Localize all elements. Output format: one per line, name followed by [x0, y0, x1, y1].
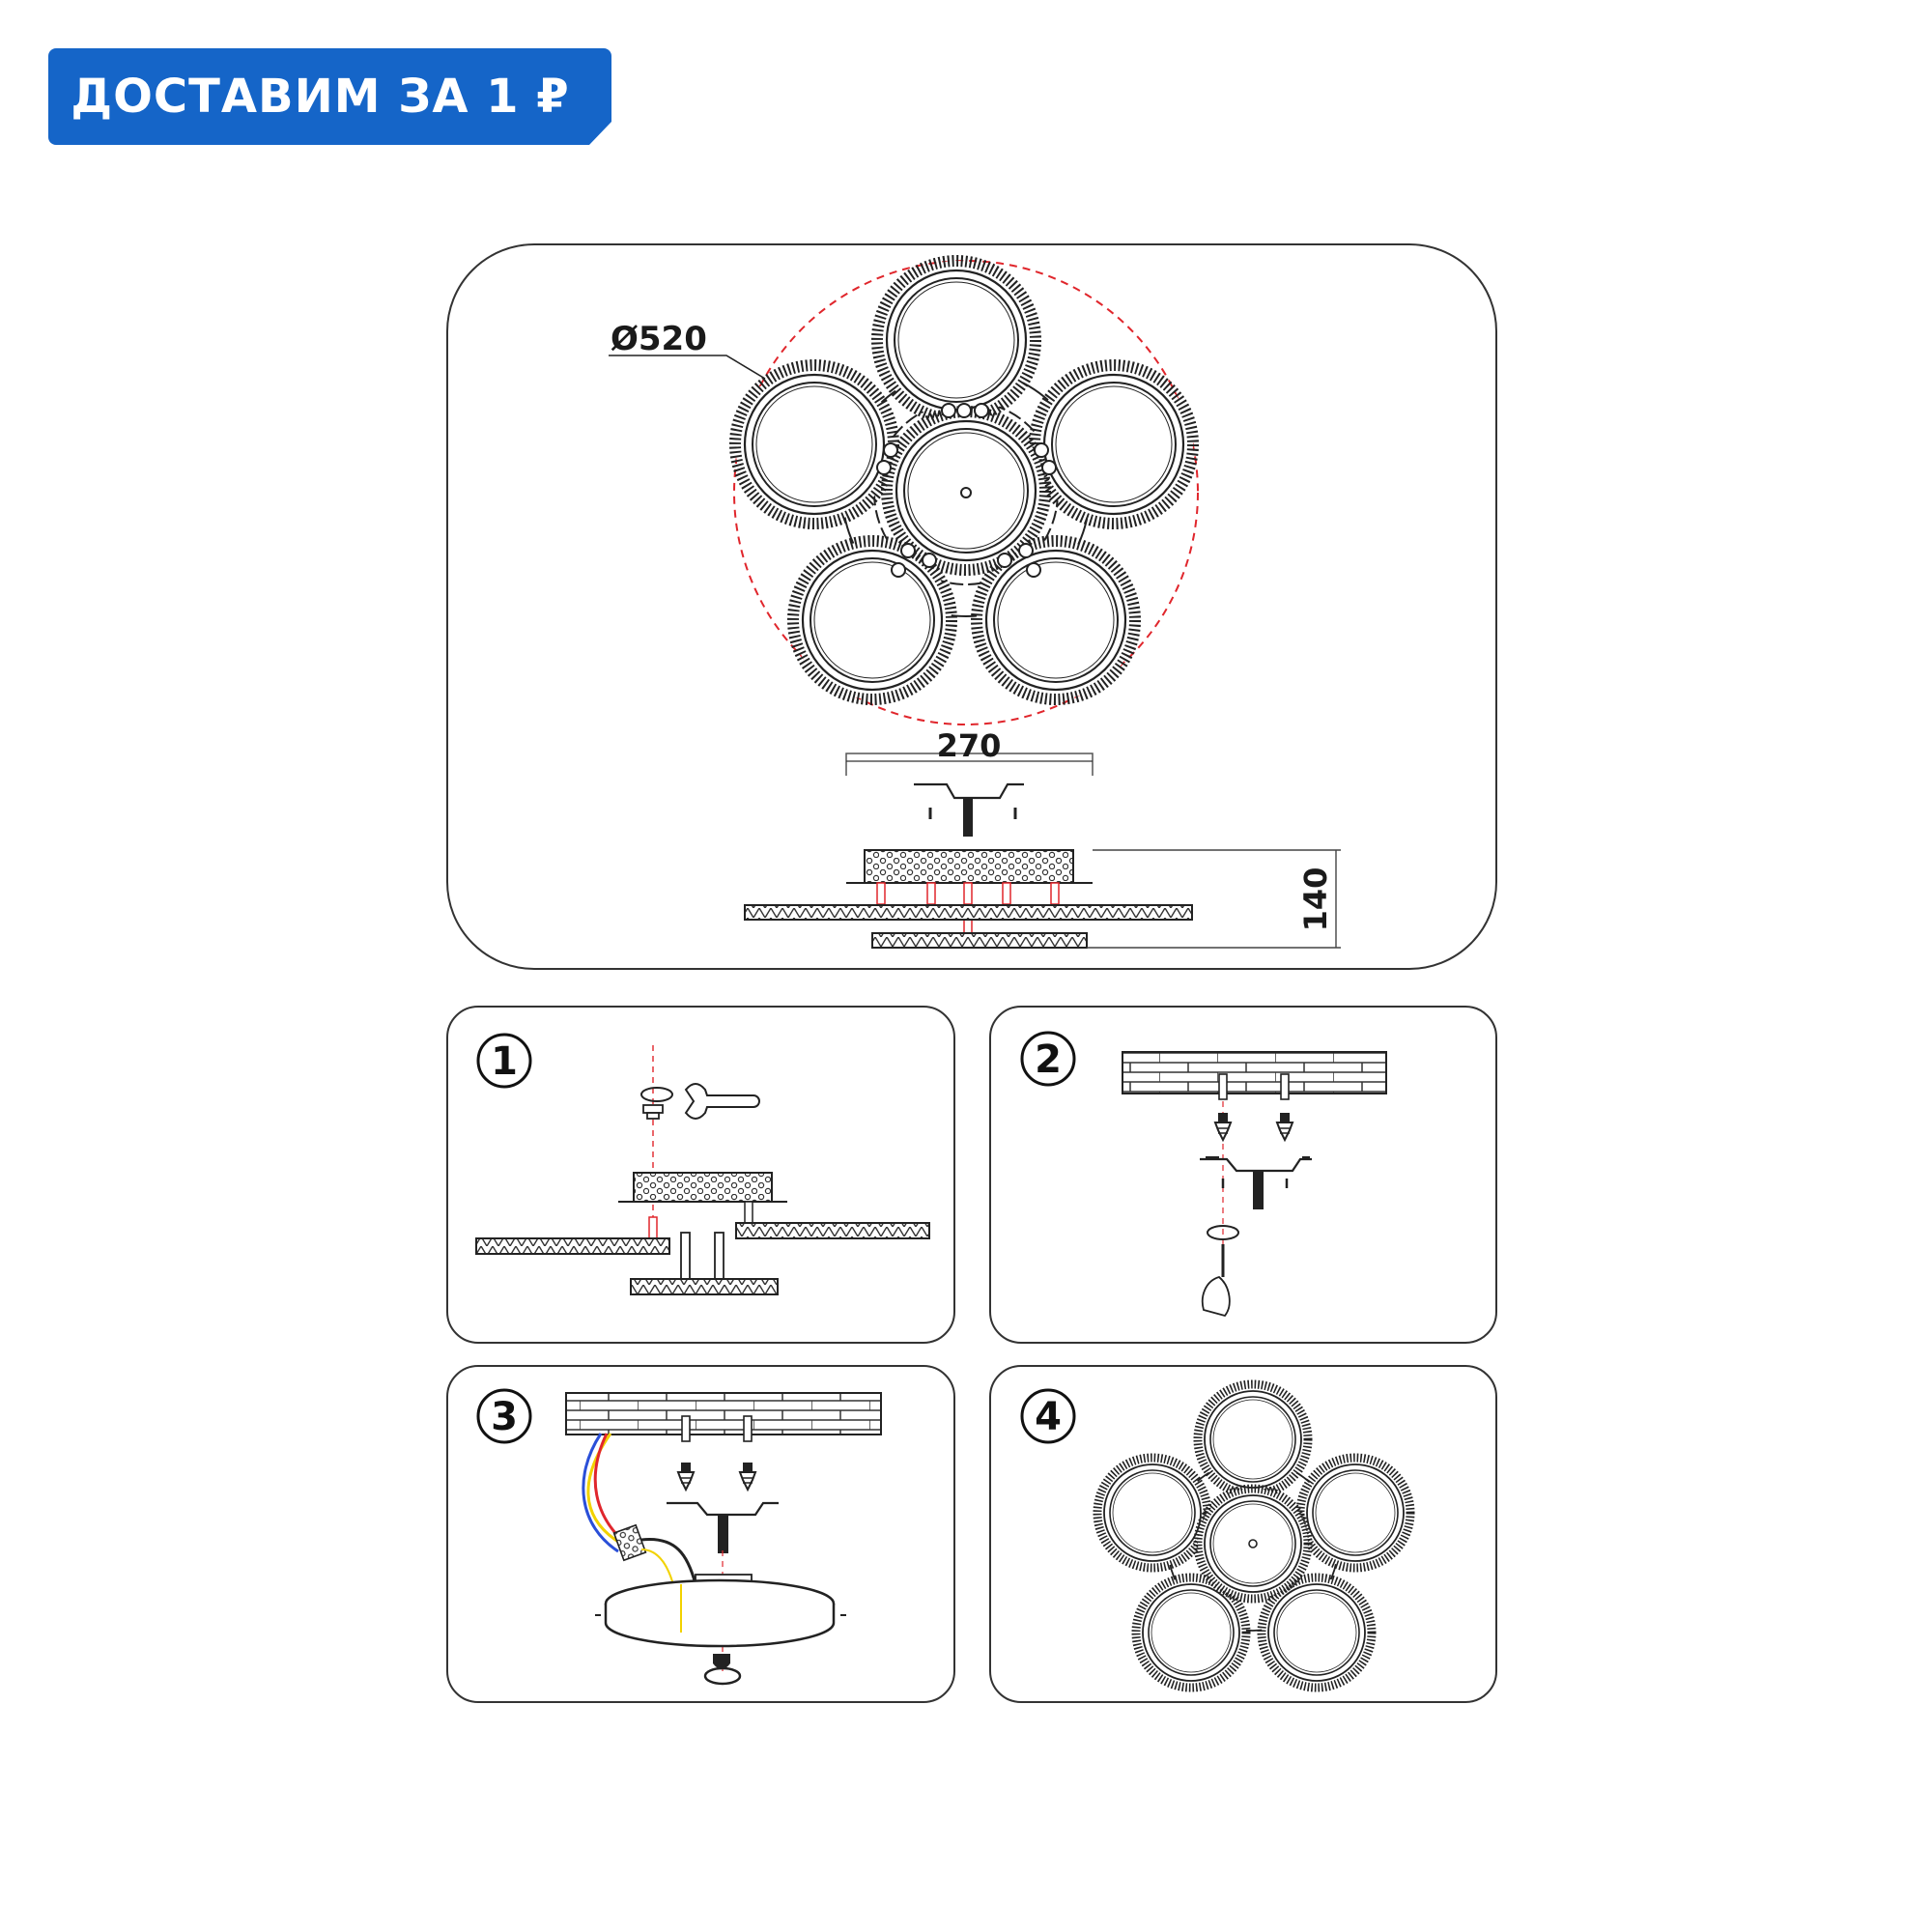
finished-ring-left [1097, 1458, 1208, 1568]
finished-ring-bottom-right [1262, 1577, 1372, 1688]
step-2-illustration [1122, 1051, 1387, 1318]
promo-badge-text: ДОСТАВИМ ЗА 1 ₽ [71, 70, 570, 124]
lamp-ring-left [735, 365, 894, 524]
step-3-number: 3 [491, 1395, 518, 1439]
promo-badge: ДОСТАВИМ ЗА 1 ₽ [48, 48, 611, 145]
step-3-illustration [565, 1392, 882, 1686]
diameter-label: Ø520 [611, 320, 707, 358]
lamp-ring-right [1035, 365, 1193, 524]
step-1-illustration [475, 1045, 930, 1295]
ceiling-icon [565, 1392, 882, 1435]
badge-shape [48, 48, 611, 145]
hand-screwdriver-icon [1201, 1276, 1231, 1318]
step-4-number: 4 [1035, 1395, 1062, 1439]
step-2-number: 2 [1035, 1037, 1062, 1082]
width-label: 270 [937, 727, 1002, 764]
finished-ring-bottom-left [1136, 1577, 1246, 1688]
height-label: 140 [1297, 867, 1334, 932]
step-3-badge: 3 [476, 1388, 532, 1444]
step-1-number: 1 [491, 1039, 518, 1084]
lamp-side-view: 270 140 [744, 727, 1341, 949]
main-dimension-panel [446, 243, 1497, 970]
diameter-guide-circle [733, 260, 1199, 725]
lamp-top-view [733, 260, 1199, 725]
diameter-callout: Ø520 [609, 320, 766, 380]
step-4-illustration [1097, 1384, 1410, 1688]
step-1-badge: 1 [476, 1033, 532, 1089]
wrench-icon [684, 1083, 760, 1120]
finished-ring-right [1300, 1458, 1410, 1568]
ceiling-icon [1122, 1051, 1387, 1094]
step-4-badge: 4 [1020, 1388, 1076, 1444]
lamp-ring-top [877, 261, 1036, 419]
finished-ring-top [1198, 1384, 1308, 1494]
step-2-badge: 2 [1020, 1031, 1076, 1087]
